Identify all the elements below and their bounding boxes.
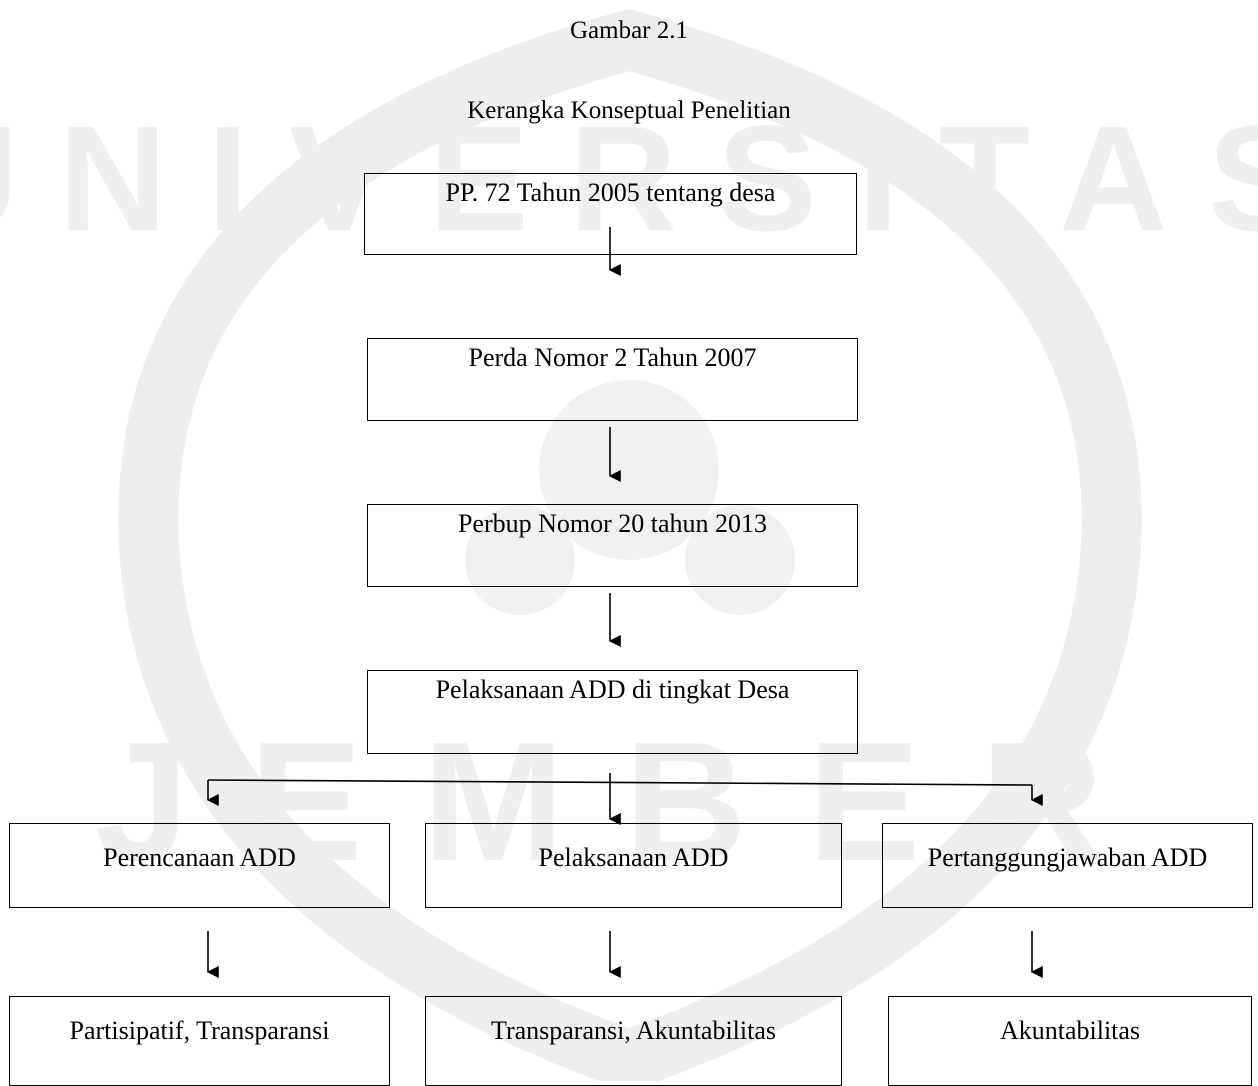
box-pp-72: PP. 72 Tahun 2005 tentang desa xyxy=(364,173,857,255)
box-pelaksanaan-desa: Pelaksanaan ADD di tingkat Desa xyxy=(367,670,858,754)
box-partisipatif-label: Partisipatif, Transparansi xyxy=(69,1016,330,1045)
box-transparansi-label: Transparansi, Akuntabilitas xyxy=(490,1016,777,1045)
box-pelaksanaan-desa-label: Pelaksanaan ADD di tingkat Desa xyxy=(435,675,790,704)
box-pertanggungjawaban: Pertanggungjawaban ADD xyxy=(882,823,1253,908)
box-pertanggungjawaban-label: Pertanggungjawaban ADD xyxy=(927,843,1208,872)
box-perbup: Perbup Nomor 20 tahun 2013 xyxy=(367,504,858,587)
box-akuntabilitas-label: Akuntabilitas xyxy=(999,1016,1141,1045)
box-pelaksanaan-label: Pelaksanaan ADD xyxy=(538,843,729,872)
box-perda-label: Perda Nomor 2 Tahun 2007 xyxy=(468,343,757,372)
box-perda: Perda Nomor 2 Tahun 2007 xyxy=(367,338,858,421)
box-perbup-label: Perbup Nomor 20 tahun 2013 xyxy=(457,509,768,538)
box-akuntabilitas: Akuntabilitas xyxy=(888,996,1252,1086)
box-perencanaan-label: Perencanaan ADD xyxy=(103,843,296,872)
box-perencanaan: Perencanaan ADD xyxy=(9,823,390,908)
figure-number: Gambar 2.1 xyxy=(569,17,689,44)
figure-title: Kerangka Konseptual Penelitian xyxy=(467,97,791,124)
box-pelaksanaan: Pelaksanaan ADD xyxy=(425,823,842,908)
box-pp-72-label: PP. 72 Tahun 2005 tentang desa xyxy=(445,178,776,207)
branch-line xyxy=(207,779,1033,786)
